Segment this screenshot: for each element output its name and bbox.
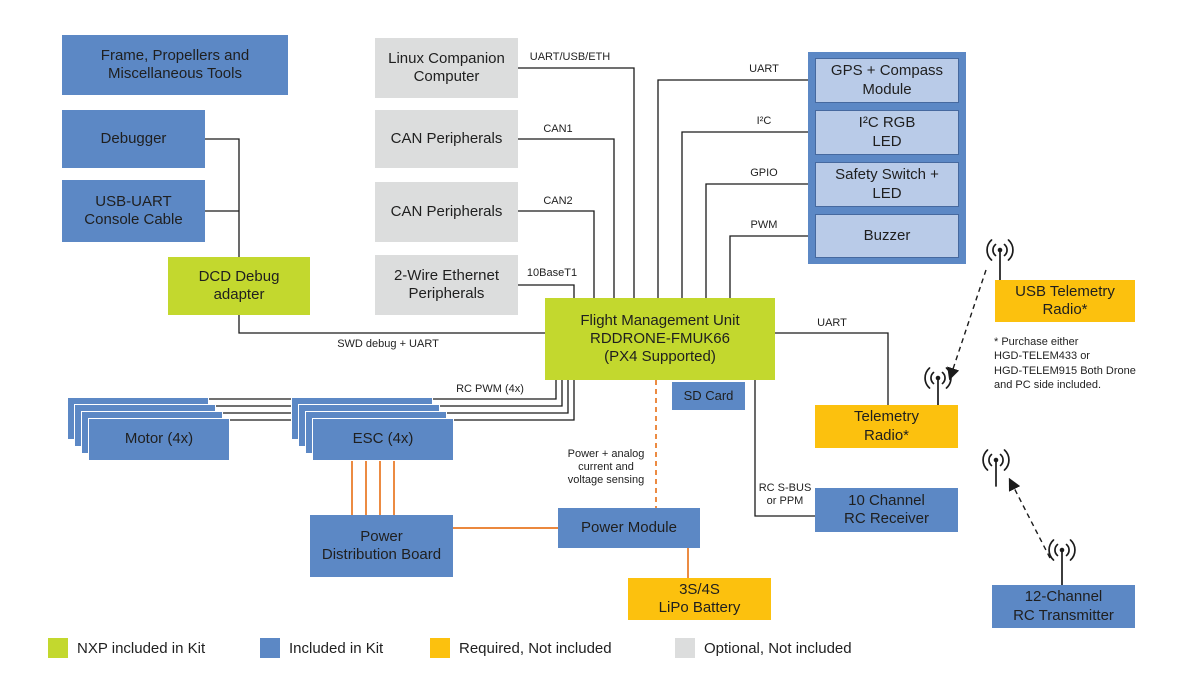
- rc-receiver-antenna-icon: [982, 449, 1010, 487]
- label-uart-gps: UART: [749, 63, 779, 75]
- label-i2c: I²C: [756, 115, 772, 127]
- rc-wireless-link-arrow: [1008, 477, 1051, 559]
- block-usb-uart-cable: USB-UART Console Cable: [62, 180, 205, 242]
- wire-gpio: [705, 183, 808, 298]
- legend-swatch-nxp-lime: [48, 638, 68, 658]
- rc-transmitter-antenna-icon: [1048, 539, 1076, 586]
- label-uart-telemetry: UART: [817, 317, 847, 329]
- wire-debug-to-dcd: [205, 138, 240, 257]
- label-swd-debug-uart: SWD debug + UART: [337, 338, 439, 350]
- label-can1: CAN1: [543, 123, 573, 135]
- block-rc-transmitter: 12-Channel RC Transmitter: [992, 585, 1135, 628]
- block-rc-receiver: 10 Channel RC Receiver: [815, 488, 958, 532]
- block-i2c-rgb-led: I²C RGB LED: [815, 110, 959, 155]
- legend-label-optional: Optional, Not included: [704, 639, 852, 657]
- block-lipo-battery: 3S/4S LiPo Battery: [628, 578, 771, 620]
- block-debugger: Debugger: [62, 110, 205, 168]
- block-motor: Motor (4x): [88, 418, 230, 461]
- block-power-module: Power Module: [558, 508, 700, 548]
- legend-label-nxp-included: NXP included in Kit: [77, 639, 206, 657]
- legend-item-optional: Optional, Not included: [675, 638, 852, 658]
- block-dcd-debug-adapter: DCD Debug adapter: [168, 257, 310, 315]
- wire-uart-gps: [657, 79, 808, 298]
- label-power-sense: Power + analog current and voltage sensi…: [567, 448, 645, 487]
- legend-item-nxp-included: NXP included in Kit: [48, 638, 205, 658]
- block-sd-card: SD Card: [672, 382, 745, 410]
- wire-swd-uart: [238, 315, 545, 334]
- wire-10baset1: [518, 284, 575, 298]
- block-telemetry-radio: Telemetry Radio*: [815, 405, 958, 448]
- block-esc: ESC (4x): [312, 418, 454, 461]
- telemetry-purchase-note: * Purchase either HGD-TELEM433 or HGD-TE…: [994, 336, 1136, 391]
- legend-swatch-gray: [675, 638, 695, 658]
- peripherals-group: GPS + Compass Module I²C RGB LED Safety …: [808, 52, 966, 264]
- legend-swatch-blue: [260, 638, 280, 658]
- wire-linux-uart-usb-eth: [518, 67, 635, 298]
- block-safety-switch: Safety Switch + LED: [815, 162, 959, 207]
- block-fmu: Flight Management Unit RDDRONE-FMUK66 (P…: [545, 298, 775, 380]
- label-rc-pwm: RC PWM (4x): [456, 383, 524, 395]
- wire-esc-to-pdb: [351, 458, 395, 518]
- legend-label-required: Required, Not included: [459, 639, 612, 657]
- block-ethernet-peripherals: 2-Wire Ethernet Peripherals: [375, 255, 518, 315]
- legend-item-required: Required, Not included: [430, 638, 612, 658]
- legend-label-included: Included in Kit: [289, 639, 384, 657]
- label-rc-sbus: RC S-BUS or PPM: [758, 482, 812, 508]
- label-pwm: PWM: [750, 219, 778, 231]
- wire-can2: [518, 210, 595, 298]
- block-power-distribution-board: Power Distribution Board: [310, 515, 453, 577]
- wire-uart-telemetry: [775, 332, 889, 405]
- block-gps-compass: GPS + Compass Module: [815, 58, 959, 103]
- wire-pwm: [729, 235, 808, 298]
- legend-item-included: Included in Kit: [260, 638, 383, 658]
- usb-telemetry-antenna-icon: [986, 239, 1014, 281]
- label-10baset1: 10BaseT1: [526, 267, 578, 279]
- label-uart-usb-eth: UART/USB/ETH: [529, 51, 611, 63]
- label-gpio: GPIO: [750, 167, 778, 179]
- telemetry-wireless-link-arrow: [947, 269, 987, 381]
- label-can2: CAN2: [543, 195, 573, 207]
- block-usb-telemetry-radio: USB Telemetry Radio*: [995, 280, 1135, 322]
- block-linux-companion: Linux Companion Computer: [375, 38, 518, 98]
- legend-swatch-yellow: [430, 638, 450, 658]
- telemetry-antenna-icon: [924, 367, 952, 406]
- wire-i2c: [681, 131, 808, 298]
- block-buzzer: Buzzer: [815, 214, 959, 258]
- block-can-peripherals-1: CAN Peripherals: [375, 110, 518, 168]
- block-can-peripherals-2: CAN Peripherals: [375, 182, 518, 242]
- block-frame-propellers: Frame, Propellers and Miscellaneous Tool…: [62, 35, 288, 95]
